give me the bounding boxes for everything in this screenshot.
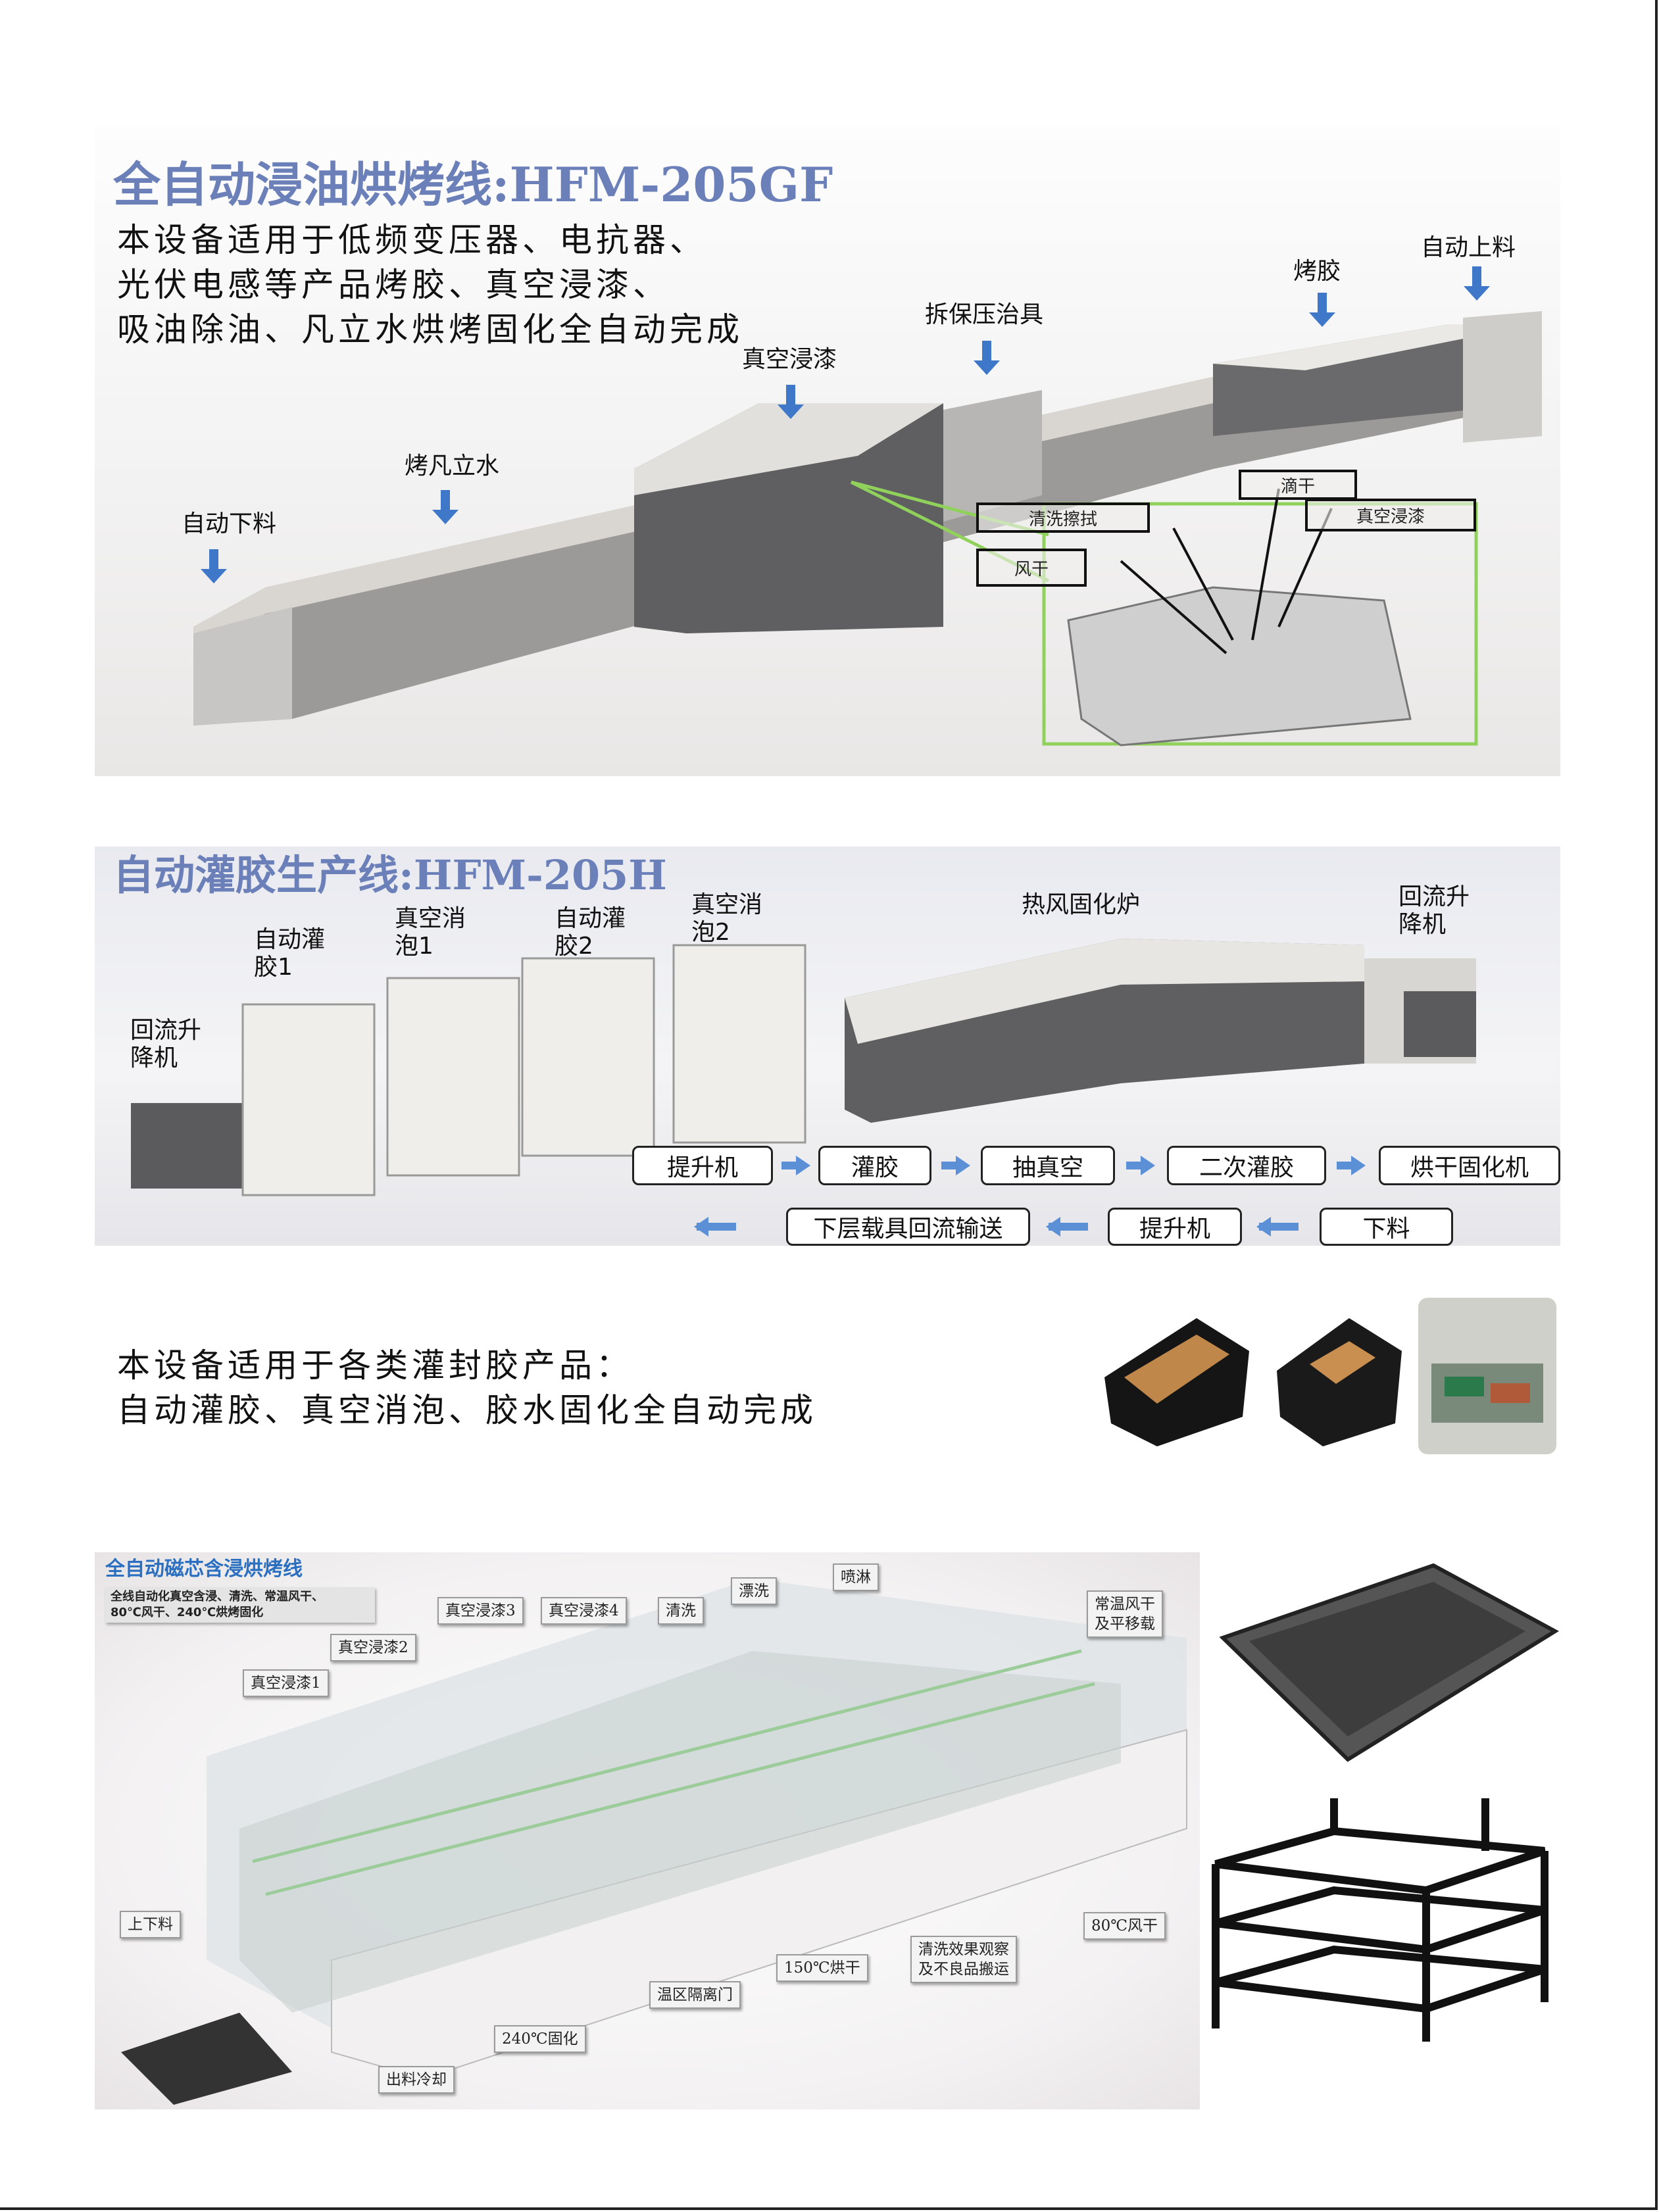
callout-80c-dry: 80℃风干	[1083, 1912, 1166, 1940]
callout-spraying: 喷淋	[833, 1563, 879, 1591]
potting-workshop-photo	[1418, 1298, 1556, 1454]
callout-discharge-cooling: 出料冷却	[378, 2066, 455, 2094]
callout-vacuum-1: 真空浸漆1	[243, 1669, 329, 1697]
callout-rinsing: 漂洗	[731, 1577, 777, 1605]
flow-step-drying-curing: 烘干固化机	[1379, 1146, 1560, 1185]
flow-step-vacuum: 抽真空	[981, 1146, 1115, 1185]
callout-line: 及不良品搬运	[918, 1961, 1009, 1978]
station-vacuum-impregnation: 真空浸漆	[742, 346, 837, 373]
callout-inspection: 清洗效果观察 及不良品搬运	[910, 1936, 1017, 1983]
left-arrow-icon	[1256, 1217, 1299, 1237]
potting-line-panel	[95, 847, 1560, 1246]
right-arrow-icon	[1337, 1156, 1366, 1175]
station-vacuum-defoam-2: 真空消泡2	[691, 891, 763, 946]
detail-label-cleaning: 清洗擦拭	[976, 503, 1150, 533]
callout-vacuum-2: 真空浸漆2	[330, 1634, 416, 1661]
mesh-tray-image	[1216, 1559, 1560, 1763]
station-auto-potting-1: 自动灌胶1	[254, 926, 326, 981]
right-arrow-icon	[781, 1156, 810, 1175]
oil-line-desc-3: 吸油除油、凡立水烘烤固化全自动完成	[117, 310, 743, 349]
left-arrow-icon	[1046, 1217, 1088, 1237]
station-return-lift-left: 回流升降机	[130, 1017, 202, 1071]
core-line-subtitle: 全线自动化真空含浸、清洗、常温风干、 80℃风干、240℃烘烤固化	[105, 1587, 375, 1623]
flow-step-carrier-return: 下层载具回流输送	[786, 1208, 1030, 1246]
core-impregnation-line-panel	[95, 1552, 1200, 2109]
potted-product-image-2	[1270, 1305, 1404, 1450]
left-arrow-icon	[694, 1217, 736, 1237]
station-auto-loading: 自动上料	[1421, 234, 1516, 261]
station-hot-air-oven: 热风固化炉	[1022, 891, 1141, 918]
page-border-right	[1655, 0, 1658, 2210]
right-arrow-icon	[941, 1156, 970, 1175]
callout-zone-door: 温区隔离门	[649, 1981, 741, 2009]
subtitle-line-2: 80℃风干、240℃烘烤固化	[111, 1606, 264, 1619]
station-fixture-removal: 拆保压治具	[925, 301, 1044, 328]
potting-desc-1: 本设备适用于各类灌封胶产品：	[117, 1346, 633, 1385]
potting-desc-2: 自动灌胶、真空消泡、胶水固化全自动完成	[117, 1391, 817, 1429]
flow-step-unload: 下料	[1320, 1208, 1453, 1246]
callout-150c-dry: 150℃烘干	[776, 1954, 868, 1982]
station-return-lift-right: 回流升降机	[1399, 883, 1470, 938]
oil-baking-line-panel	[95, 127, 1560, 776]
callout-cleaning: 清洗	[658, 1597, 704, 1625]
callout-line: 及平移载	[1095, 1615, 1155, 1633]
flow-step-lift: 提升机	[632, 1146, 773, 1185]
stacked-rack-image	[1202, 1792, 1560, 2046]
page-border-bottom	[0, 2207, 1658, 2210]
callout-load-unload: 上下料	[120, 1911, 181, 1938]
callout-room-temp-dry: 常温风干 及平移载	[1087, 1590, 1163, 1638]
callout-line: 常温风干	[1095, 1596, 1155, 1613]
right-arrow-icon	[1126, 1156, 1155, 1175]
station-varnish-baking: 烤凡立水	[405, 453, 500, 479]
detail-highlight-box	[1042, 502, 1478, 746]
core-impregnation-illustration	[121, 1579, 1187, 2105]
station-auto-unloading: 自动下料	[182, 510, 277, 537]
potted-product-image-1	[1098, 1305, 1256, 1450]
callout-240c-cure: 240℃固化	[494, 2025, 586, 2053]
flow-step-second-potting: 二次灌胶	[1167, 1146, 1326, 1185]
oil-line-desc-1: 本设备适用于低频变压器、电抗器、	[117, 221, 706, 259]
oil-line-desc-2: 光伏电感等产品烤胶、真空浸漆、	[117, 266, 670, 304]
station-auto-potting-2: 自动灌胶2	[555, 905, 626, 960]
core-line-title: 全自动磁芯含浸烘烤线	[105, 1558, 303, 1581]
potting-line-illustration	[131, 939, 1476, 1196]
oil-line-title: 全自动浸油烘烤线:HFM-205GF	[113, 157, 833, 212]
potting-line-title: 自动灌胶生产线:HFM-205H	[113, 851, 667, 899]
flow-step-potting: 灌胶	[818, 1146, 931, 1185]
station-glue-baking: 烤胶	[1293, 258, 1341, 285]
flow-step-lift-2: 提升机	[1108, 1208, 1242, 1246]
subtitle-line-1: 全线自动化真空含浸、清洗、常温风干、	[111, 1590, 324, 1604]
callout-line: 清洗效果观察	[918, 1941, 1009, 1958]
detail-label-air-dry: 风干	[976, 549, 1087, 587]
callout-vacuum-4: 真空浸漆4	[541, 1597, 627, 1625]
station-vacuum-defoam-1: 真空消泡1	[395, 905, 466, 960]
detail-label-vacuum: 真空浸漆	[1305, 499, 1476, 531]
detail-label-dripping: 滴干	[1239, 470, 1357, 500]
callout-vacuum-3: 真空浸漆3	[437, 1597, 524, 1625]
oil-baking-line-illustration	[193, 311, 1542, 747]
